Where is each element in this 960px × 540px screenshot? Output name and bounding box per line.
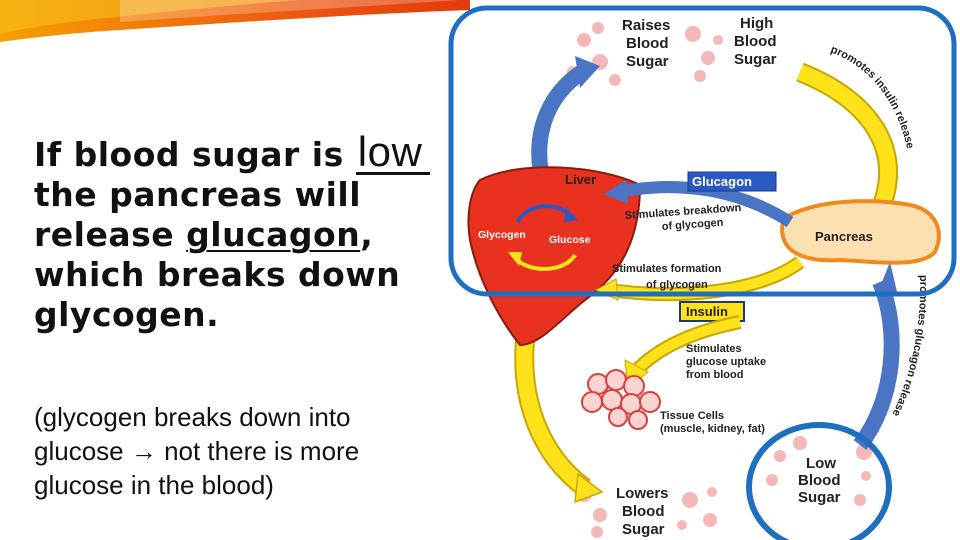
highlight-low-circle (746, 422, 892, 540)
main-line-4: which breaks down (34, 255, 401, 294)
low-line-2: Blood (798, 472, 841, 489)
stim-formation-line-2: of glycogen (646, 279, 708, 291)
cycle-arrow-blue (516, 204, 572, 223)
uptake-line-2: glucose uptake (686, 356, 766, 368)
raises-line-3: Sugar (626, 53, 669, 70)
note-line-1: (glycogen breaks down into (34, 402, 351, 432)
lowers-line-1: Lowers (616, 485, 669, 502)
main-line-3-prefix: release (34, 215, 187, 254)
right-arrow-icon: → (130, 436, 157, 466)
main-line-1-text: If blood sugar is (34, 135, 344, 174)
glycogen-label: Glycogen (478, 229, 526, 241)
uptake-line-1: Stimulates (686, 343, 742, 355)
insulin-label: Insulin (686, 304, 728, 319)
glucagon-label: Glucagon (692, 174, 752, 189)
high-line-3: Sugar (734, 51, 777, 68)
pancreas-label: Pancreas (815, 229, 873, 244)
main-line-5: glycogen. (34, 295, 220, 334)
tissue-cells-line-1: Tissue Cells (660, 410, 724, 422)
insulin-box (679, 301, 745, 322)
glucagon-box (687, 171, 777, 192)
liver-shape (467, 166, 642, 347)
high-line-2: Blood (734, 33, 777, 50)
raises-line-2: Blood (626, 35, 669, 52)
lowers-line-2: Blood (622, 503, 665, 520)
tissue-cells-line-2: (muscle, kidney, fat) (660, 423, 765, 435)
main-line-2: the pancreas will (34, 175, 362, 214)
main-line-3-suffix: , (360, 215, 374, 254)
explanation-note: (glycogen breaks down into glucose → not… (34, 400, 464, 502)
glucose-label: Glucose (549, 234, 591, 246)
liver-label: Liver (565, 172, 596, 187)
main-line-3: release glucagon, (34, 215, 454, 255)
note-line-3: glucose in the blood) (34, 470, 274, 500)
lowers-line-3: Sugar (622, 521, 665, 538)
pancreas-shape (780, 199, 941, 265)
uptake-line-3: from blood (686, 369, 743, 381)
main-line-1: If blood sugar is low (34, 131, 454, 175)
arrow-pancreas-to-low (853, 278, 900, 450)
stim-formation-line-1: Stimulates formation (612, 263, 722, 275)
glucagon-keyword: glucagon (186, 215, 361, 254)
banner-swoosh (0, 0, 470, 42)
fill-blank-word: low (355, 131, 430, 175)
raises-line-1: Raises (622, 17, 670, 34)
note-line-2: glucose → not there is more (34, 434, 464, 468)
high-line-1: High (740, 15, 773, 32)
stim-breakdown-line-2: of glycogen (661, 217, 724, 233)
main-statement: If blood sugar is low the pancreas will … (34, 131, 454, 335)
low-line-3: Sugar (798, 489, 841, 506)
highlight-rounded-box (448, 5, 957, 297)
note-line-2-prefix: glucose (34, 436, 131, 466)
low-line-1: Low (806, 455, 836, 472)
note-line-2-suffix: not there is more (156, 436, 360, 466)
tissue-cells-illustration (581, 369, 661, 430)
